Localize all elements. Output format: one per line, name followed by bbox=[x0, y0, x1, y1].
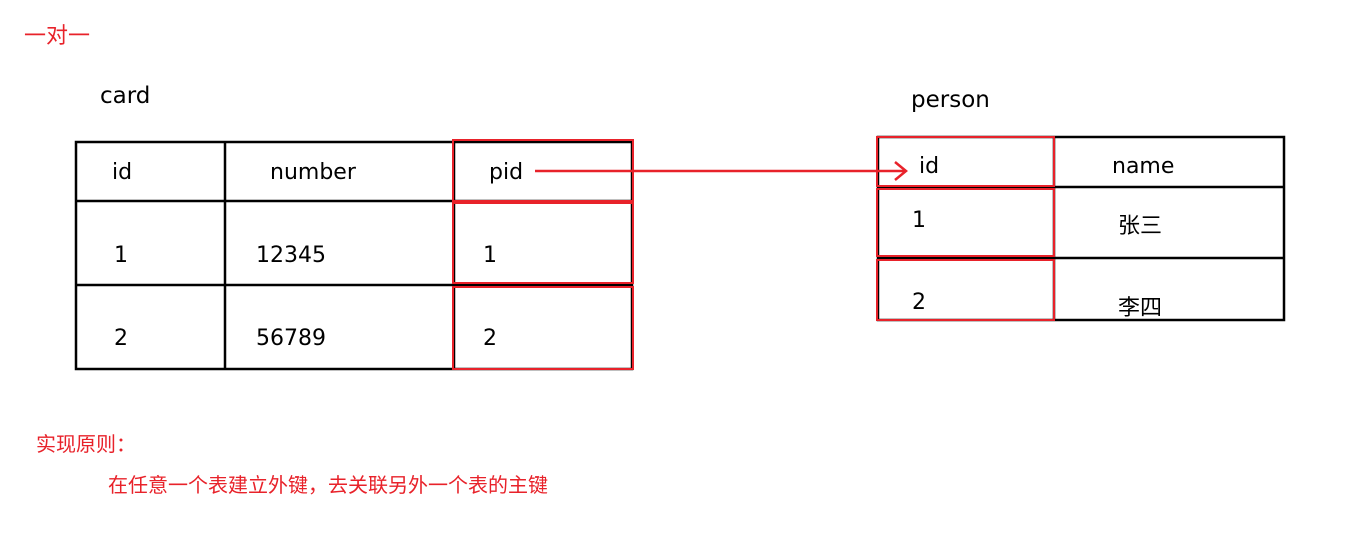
id-row1-highlight bbox=[876, 188, 1055, 257]
card-row2-id: 2 bbox=[114, 326, 128, 351]
person-table-name: person bbox=[911, 87, 990, 113]
principle-title: 实现原则： bbox=[36, 432, 136, 456]
person-row2-id: 2 bbox=[912, 290, 926, 315]
card-pid-highlight bbox=[452, 139, 634, 370]
card-row1-pid: 1 bbox=[483, 243, 497, 268]
card-table-name: card bbox=[100, 83, 151, 109]
card-row2-pid: 2 bbox=[483, 326, 497, 351]
card-row1-id: 1 bbox=[114, 243, 128, 268]
arrowhead-icon bbox=[894, 161, 908, 181]
pid-row1-highlight bbox=[452, 202, 634, 284]
card-row2-number: 56789 bbox=[256, 326, 326, 351]
person-row2-name: 李四 bbox=[1118, 296, 1163, 321]
id-row2-highlight bbox=[876, 259, 1055, 321]
pid-row2-highlight bbox=[452, 286, 634, 370]
person-id-highlight bbox=[876, 136, 1055, 321]
card-col-number: number bbox=[270, 160, 356, 185]
person-row1-name: 张三 bbox=[1118, 214, 1163, 239]
card-col-pid: pid bbox=[489, 160, 524, 185]
person-col-name: name bbox=[1112, 154, 1175, 179]
card-col-id: id bbox=[112, 160, 133, 185]
page-heading: 一对一 bbox=[24, 24, 91, 49]
card-row1-number: 12345 bbox=[256, 243, 326, 268]
person-row1-id: 1 bbox=[912, 208, 926, 233]
person-col-id: id bbox=[919, 154, 940, 179]
id-header-highlight bbox=[876, 136, 1055, 187]
principle-text: 在任意一个表建立外键，去关联另外一个表的主键 bbox=[108, 473, 548, 497]
foreign-key-arrow bbox=[535, 161, 908, 181]
